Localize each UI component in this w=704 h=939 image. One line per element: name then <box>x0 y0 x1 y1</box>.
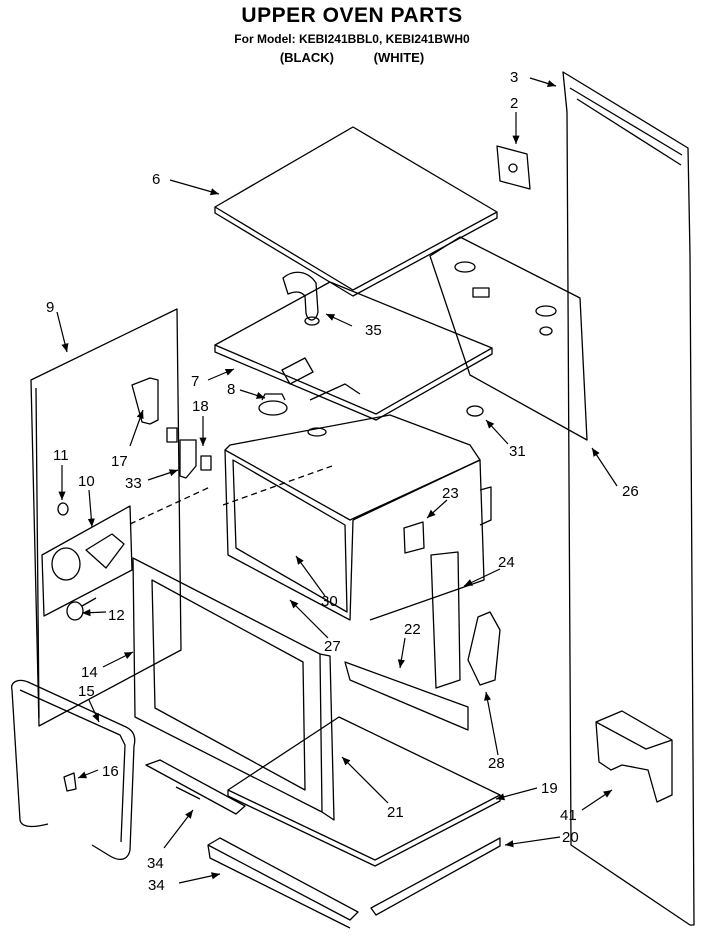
model-numbers: For Model: KEBI241BBL0, KEBI241BWH0 <box>234 32 470 46</box>
leader-12 <box>81 609 107 617</box>
gasket-part <box>11 679 136 861</box>
leader-20 <box>504 836 561 848</box>
callout-15: 15 <box>78 683 95 700</box>
label-part <box>403 521 425 554</box>
leader-19 <box>495 787 538 801</box>
callout-35: 35 <box>365 322 382 339</box>
leader-27 <box>289 599 329 639</box>
leader-16 <box>77 769 99 779</box>
callout-17: 17 <box>111 453 128 470</box>
vent-trim-part <box>145 759 246 815</box>
callout-3: 3 <box>510 69 518 86</box>
leader-35 <box>325 313 353 327</box>
color-variants: (BLACK) (WHITE) <box>0 50 704 65</box>
callout-31: 33 <box>125 475 142 492</box>
rear-panel-part <box>562 71 695 926</box>
leader-30 <box>485 419 509 445</box>
clip-part <box>63 772 77 792</box>
leader-10 <box>87 489 95 528</box>
leader-24 <box>463 568 501 587</box>
kick-plate-part <box>207 837 359 929</box>
callout-20: 20 <box>562 829 579 846</box>
leader-29 <box>295 555 326 597</box>
leader-15 <box>88 699 100 723</box>
callout-16: 16 <box>102 763 119 780</box>
callout-29: 30 <box>321 593 338 610</box>
leader-14 <box>102 651 134 668</box>
front-frame-part <box>132 557 335 821</box>
callout-23: 23 <box>442 485 459 502</box>
callout-27: 27 <box>324 638 341 655</box>
callout-9: 8 <box>227 381 235 398</box>
leader-31 <box>147 469 179 481</box>
leader-8 <box>56 311 69 353</box>
callout-30: 31 <box>509 443 526 460</box>
bottom-panel-part <box>227 716 501 867</box>
vent-duct-part <box>282 271 320 326</box>
callout-21: 21 <box>387 804 404 821</box>
callout-14: 14 <box>81 664 98 681</box>
callout-18: 18 <box>192 398 209 415</box>
leader-9 <box>239 389 266 399</box>
rail-part <box>344 661 469 731</box>
callout-10: 10 <box>78 473 95 490</box>
side-panel-part <box>429 236 588 441</box>
leader-34 <box>178 872 221 884</box>
callout-34: 34 <box>148 877 165 894</box>
front-trim-part <box>370 837 501 916</box>
leader-7 <box>207 368 235 381</box>
callout-2: 2 <box>510 95 518 112</box>
leader-21 <box>341 756 389 804</box>
bracket-part <box>496 145 531 190</box>
fitting-part <box>258 393 327 437</box>
callout-26: 26 <box>622 483 639 500</box>
callout-8: 9 <box>46 299 54 316</box>
leader-41 <box>581 789 613 811</box>
variant-black-label: (BLACK) <box>279 50 334 65</box>
light-plate-part <box>41 502 133 621</box>
dashed-leader <box>129 486 211 525</box>
leader-23 <box>426 499 448 519</box>
switch-part <box>166 427 212 479</box>
callout-33: 34 <box>147 855 164 872</box>
callout-11: 11 <box>53 447 69 464</box>
leader-6 <box>169 179 220 196</box>
oven-cavity-part <box>224 414 492 621</box>
top-frame-part <box>214 281 493 421</box>
callout-6: 6 <box>152 171 160 188</box>
callout-19: 19 <box>541 780 558 797</box>
latch-part <box>467 611 501 686</box>
hinge-bracket-part <box>131 377 159 425</box>
leader-3 <box>529 77 557 87</box>
callout-28: 28 <box>488 755 505 772</box>
leader-26 <box>591 447 618 487</box>
leader-28 <box>484 691 499 756</box>
cover-part <box>595 710 673 803</box>
plug-part <box>466 405 484 417</box>
leader-17 <box>129 409 144 447</box>
top-panel-part <box>214 126 498 297</box>
leader-33 <box>163 809 194 849</box>
left-side-panel-part <box>30 308 182 727</box>
callout-7: 7 <box>191 373 199 390</box>
side-bracket-part <box>430 551 461 689</box>
variant-white-label: (WHITE) <box>373 50 425 65</box>
callout-22: 22 <box>404 621 421 638</box>
callout-24: 24 <box>498 554 515 571</box>
callout-41: 41 <box>560 807 577 824</box>
callout-12: 12 <box>108 607 125 624</box>
leader-22 <box>397 637 406 669</box>
page-title: UPPER OVEN PARTS <box>241 4 463 27</box>
